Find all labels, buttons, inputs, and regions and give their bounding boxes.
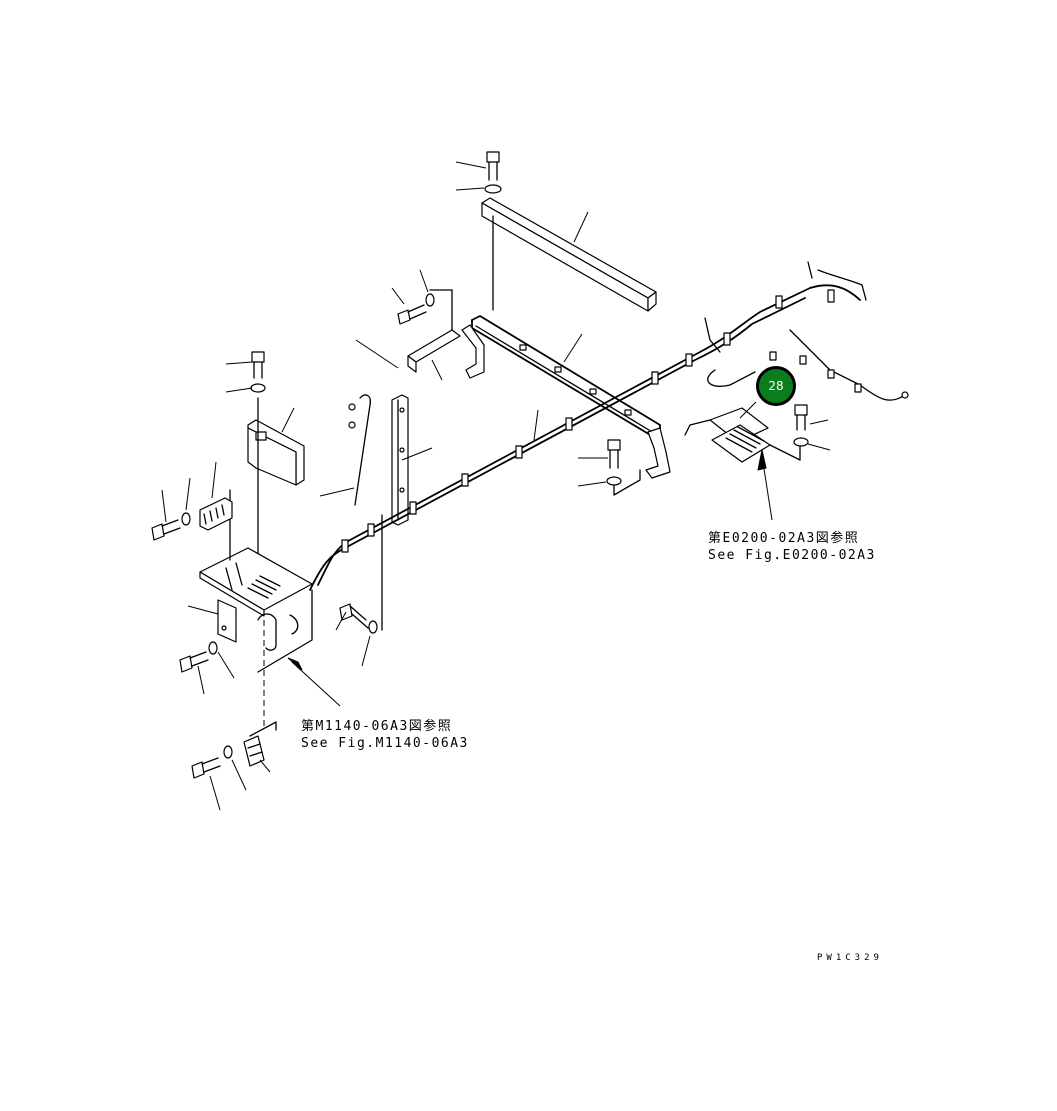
- washer-icon: [793, 437, 809, 447]
- bolt-icon: [251, 351, 265, 379]
- bolt-icon: [151, 519, 181, 541]
- mounting-plate: [199, 489, 313, 617]
- reference-e0200-jp: 第E0200-02A3図参照: [708, 531, 860, 546]
- callout-28-badge[interactable]: 28: [756, 366, 796, 406]
- top-bar-bracket: [481, 197, 657, 312]
- upper-left-bracket: [407, 289, 461, 373]
- left-panel-bracket: [247, 397, 305, 561]
- bolt-icon: [397, 304, 427, 325]
- reference-m1140-jp: 第M1140-06A3図参照: [301, 719, 453, 734]
- main-frame-beam: [461, 315, 671, 479]
- wiring-harness: [309, 261, 909, 591]
- cover-plate: [217, 599, 237, 643]
- bolt-icon: [794, 404, 808, 431]
- washer-icon: [208, 641, 218, 655]
- reference-e0200: 第E0200-02A3図参照 See Fig.E0200-02A3: [708, 530, 876, 564]
- washer-icon: [250, 383, 266, 393]
- washer-icon: [223, 745, 233, 759]
- bolt-icon: [179, 651, 209, 673]
- bolt-icon: [486, 151, 500, 181]
- leader-lines: [161, 161, 831, 811]
- bolt-icon: [191, 757, 221, 779]
- washer-icon: [181, 512, 191, 526]
- terminal-block: [199, 497, 233, 531]
- vertical-post-bracket: [391, 394, 409, 526]
- washer-icon: [368, 620, 378, 634]
- washer-icon: [606, 476, 622, 486]
- washer-icon: [484, 184, 502, 194]
- bottom-bracket: [243, 721, 277, 767]
- reference-m1140-en: See Fig.M1140-06A3: [301, 736, 469, 751]
- drawing-code: PW1C329: [817, 953, 883, 963]
- relay-bracket: [684, 407, 801, 463]
- washer-icon: [425, 293, 435, 307]
- reference-e0200-en: See Fig.E0200-02A3: [708, 548, 876, 563]
- reference-m1140: 第M1140-06A3図参照 See Fig.M1140-06A3: [301, 718, 469, 752]
- bolt-icon: [607, 439, 621, 469]
